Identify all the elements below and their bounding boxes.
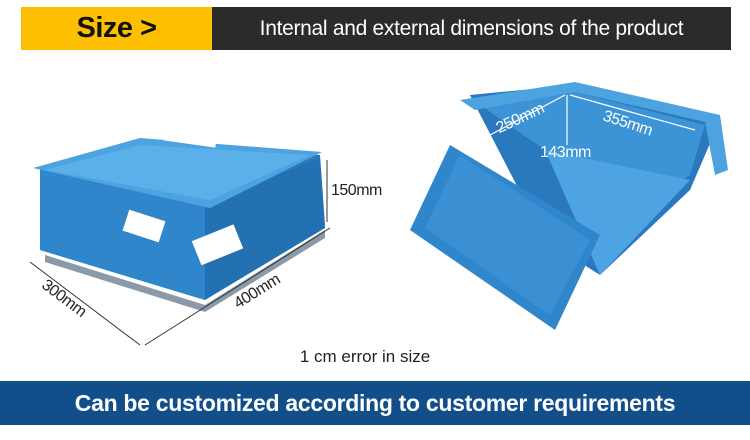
closed-box-image <box>33 118 325 312</box>
section-subtitle: Internal and external dimensions of the … <box>212 7 731 50</box>
customization-banner: Can be customized according to customer … <box>0 381 750 425</box>
inner-dimension-lines <box>489 94 696 145</box>
open-box-image <box>410 82 728 330</box>
size-error-note: 1 cm error in size <box>299 347 431 366</box>
inner-height-label: 143mm <box>540 144 591 161</box>
height-label: 150mm <box>331 182 382 199</box>
dimension-lines <box>29 160 331 346</box>
section-tag: Size > <box>21 7 212 50</box>
